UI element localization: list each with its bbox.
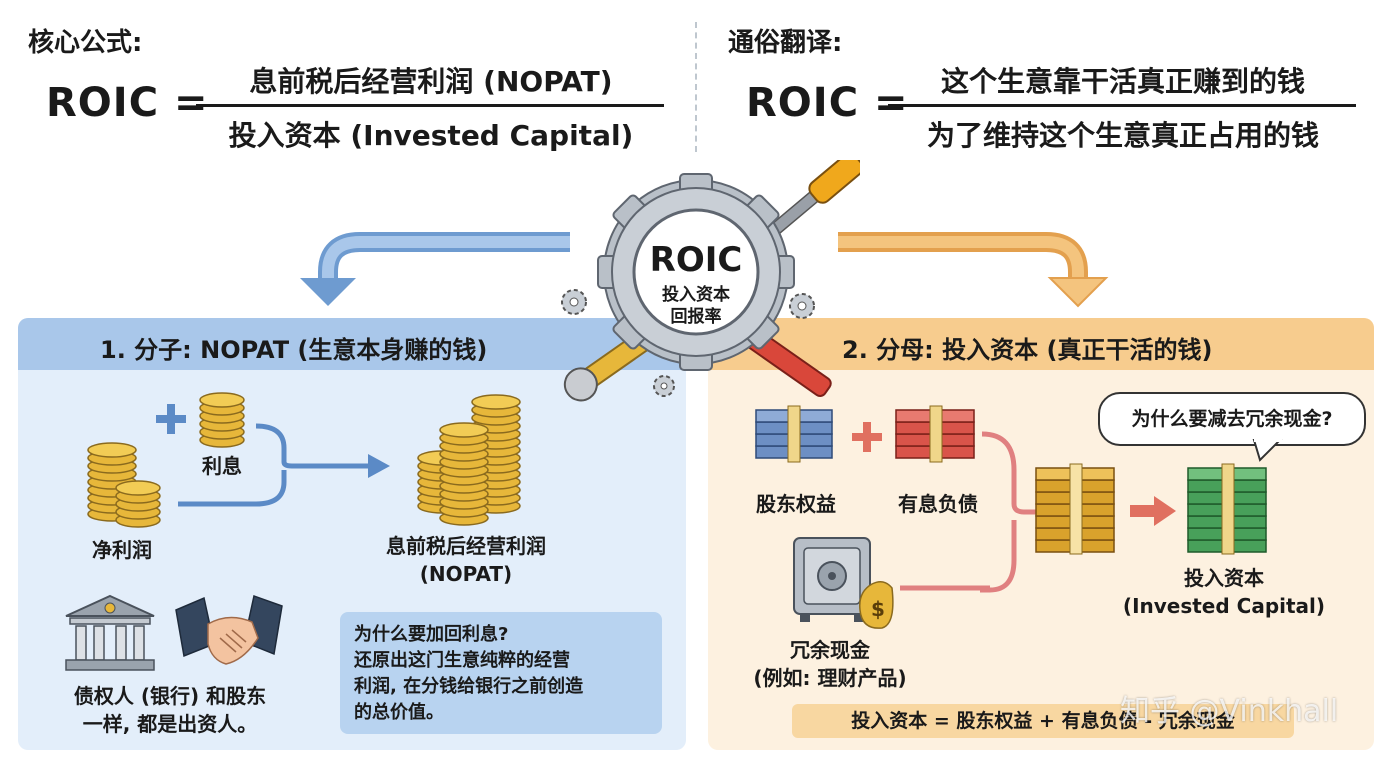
denominator-panel-header — [708, 318, 1374, 370]
handshake-icon — [175, 595, 283, 665]
ic-label-line1: 投入资本 — [1184, 566, 1264, 590]
top-divider — [695, 22, 697, 152]
nopat-label-line2: (NOPAT) — [419, 562, 513, 586]
translation-fraction-line — [888, 104, 1356, 107]
combined-capital-icon — [1035, 463, 1115, 555]
plus-icon-right — [852, 422, 882, 452]
orange-curved-arrow — [838, 232, 1109, 308]
equity-label: 股东权益 — [756, 492, 836, 516]
formula-numerator: 息前税后经营利润 (NOPAT) — [249, 65, 613, 98]
note-line-2: 还原出这门生意纯粹的经营 — [354, 650, 570, 671]
cash-connector-line — [900, 585, 990, 591]
net-profit-label: 净利润 — [92, 538, 152, 562]
excess-cash-question-bubble: 为什么要减去冗余现金? — [1098, 392, 1366, 446]
debt-label: 有息负债 — [898, 492, 978, 516]
interest-coins-icon — [199, 392, 245, 448]
net-profit-coins-icon — [87, 442, 161, 528]
numerator-panel-header — [18, 318, 686, 370]
add-back-interest-note: 为什么要加回利息? 还原出这门生意纯粹的经营 利润, 在分钱给银行之前创造 的总… — [340, 612, 662, 734]
note-line-3: 利润, 在分钱给银行之前创造 — [354, 676, 584, 697]
roic-lhs-right: ROIC = — [746, 80, 909, 126]
formula-denominator: 投入资本 (Invested Capital) — [228, 119, 634, 152]
creditor-label-line2: 一样, 都是出资人。 — [82, 712, 258, 736]
bubble-tail — [1252, 438, 1283, 462]
interest-label: 利息 — [202, 454, 242, 478]
creditor-label-line1: 债权人 (银行) 和股东 — [73, 684, 267, 708]
roic-gear-icon — [561, 160, 860, 402]
invested-capital-icon — [1187, 463, 1267, 555]
ic-label-line2: (Invested Capital) — [1122, 594, 1326, 618]
translation-numerator: 这个生意靠干活真正赚到的钱 — [940, 65, 1305, 98]
red-merge-arrow — [980, 431, 1066, 593]
nopat-label-line1: 息前税后经营利润 — [386, 534, 546, 558]
bank-icon — [65, 594, 155, 671]
cash-label-line1: 冗余现金 — [790, 638, 870, 662]
gear-subtitle-line1: 投入资本 — [662, 285, 730, 305]
debt-money-icon — [895, 405, 975, 463]
plus-icon — [156, 404, 186, 434]
numerator-panel-title: 1. 分子: NOPAT (生意本身赚的钱) — [100, 336, 488, 364]
svg-text:$: $ — [871, 597, 885, 621]
cash-label-line2: (例如: 理财产品) — [753, 666, 907, 690]
note-line-1: 为什么要加回利息? — [354, 624, 509, 645]
formula-fraction-line — [196, 104, 664, 107]
translation-denominator: 为了维持这个生意真正占用的钱 — [926, 119, 1319, 152]
blue-curved-arrow — [300, 232, 570, 306]
merge-arrow — [178, 423, 390, 507]
nopat-coins-icon — [417, 394, 521, 526]
note-line-4: 的总价值。 — [354, 702, 444, 723]
equity-money-icon — [755, 405, 833, 463]
safe-icon: $ — [793, 537, 894, 629]
denominator-panel-title: 2. 分母: 投入资本 (真正干活的钱) — [842, 336, 1213, 364]
core-formula-heading: 核心公式: — [28, 28, 143, 58]
invested-capital-formula: 投入资本 = 股东权益 + 有息负债 - 冗余现金 — [792, 704, 1294, 738]
gear-subtitle-line2: 回报率 — [670, 307, 722, 327]
watermark: 知乎 @Vinkhall — [1120, 694, 1339, 729]
plain-translation-heading: 通俗翻译: — [728, 28, 843, 58]
gear-roic-label: ROIC — [649, 240, 743, 280]
roic-lhs-left: ROIC = — [46, 80, 209, 126]
red-right-arrow — [1130, 496, 1176, 526]
